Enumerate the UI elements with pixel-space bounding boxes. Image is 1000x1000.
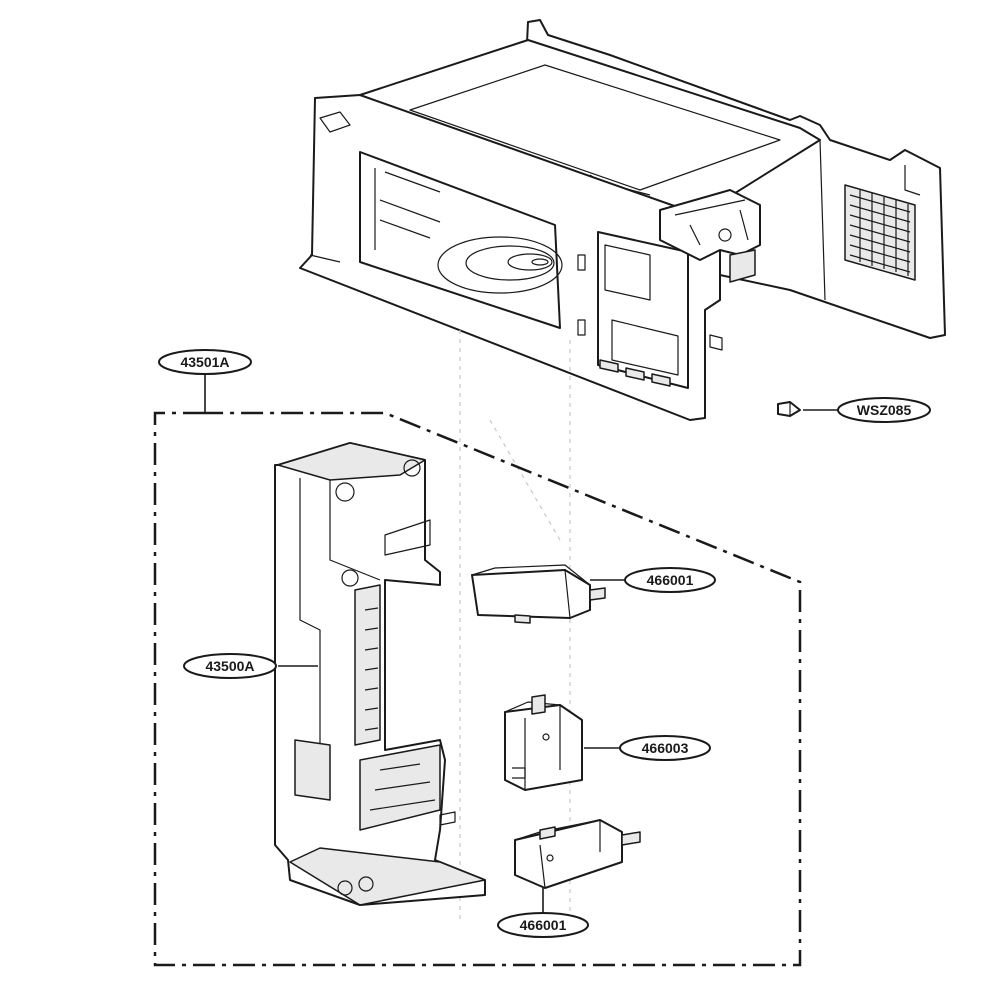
label-switch-top: 466001 bbox=[624, 567, 716, 593]
screw-part bbox=[777, 401, 801, 417]
label-assembly: 43501A bbox=[158, 349, 252, 375]
projection-guides bbox=[459, 330, 571, 920]
label-switch-bottom: 466001 bbox=[497, 912, 589, 938]
label-switch-top-text: 466001 bbox=[647, 572, 694, 588]
label-switch-middle-text: 466003 bbox=[642, 740, 689, 756]
leader-lines bbox=[204, 374, 838, 913]
turntable bbox=[437, 236, 563, 294]
label-screw-text: WSZ085 bbox=[857, 402, 912, 418]
label-switch-middle: 466003 bbox=[619, 735, 711, 761]
switch-middle bbox=[504, 694, 583, 791]
switch-bottom bbox=[514, 819, 641, 889]
switch-top bbox=[471, 564, 606, 624]
label-frame: 43500A bbox=[183, 653, 277, 679]
vent-grille bbox=[849, 190, 911, 276]
label-frame-text: 43500A bbox=[205, 658, 254, 674]
assembly-boundary bbox=[153, 411, 802, 967]
label-switch-bottom-text: 466001 bbox=[520, 917, 567, 933]
microwave-cavity-chassis bbox=[299, 19, 946, 421]
label-screw: WSZ085 bbox=[837, 397, 931, 423]
latch-frame-part bbox=[274, 442, 486, 906]
magnetron-bracket bbox=[659, 189, 761, 283]
label-assembly-text: 43501A bbox=[180, 354, 229, 370]
